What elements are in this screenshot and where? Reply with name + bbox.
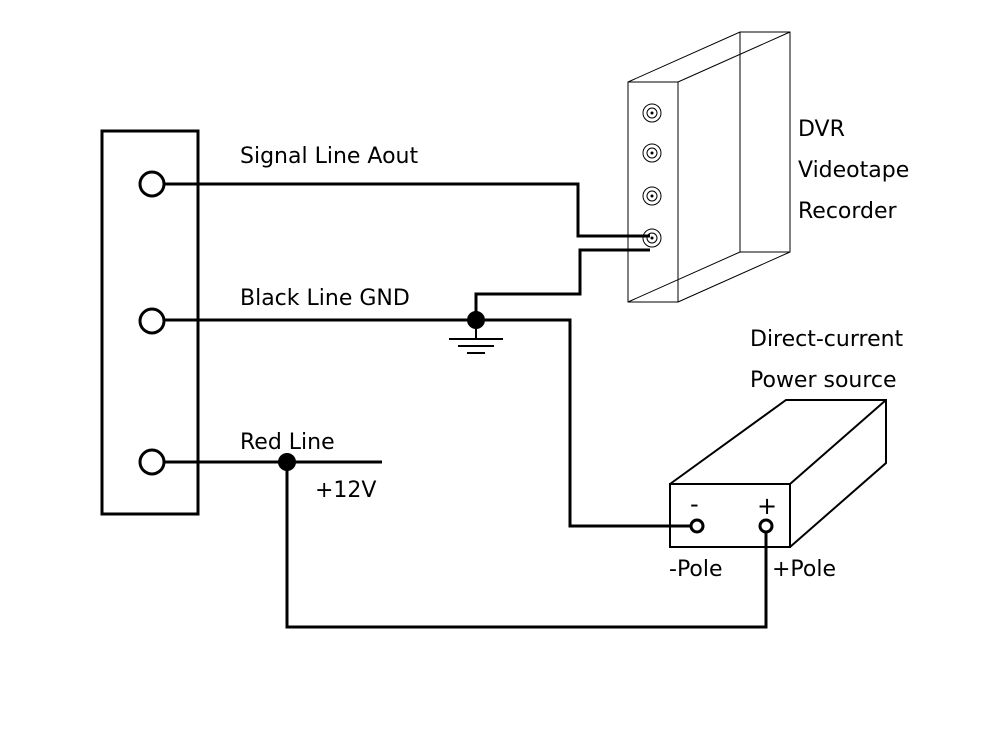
signal-terminal bbox=[138, 170, 166, 198]
negative-terminal bbox=[689, 518, 705, 534]
gnd-terminal bbox=[138, 307, 166, 335]
dvr-ground-wire bbox=[474, 248, 650, 320]
dvr-jack-1 bbox=[642, 103, 662, 123]
red-line-label: Red Line bbox=[240, 430, 335, 455]
dvr-label-line3: Recorder bbox=[798, 199, 898, 224]
dvr-outline bbox=[627, 31, 791, 303]
connector-housing bbox=[100, 129, 200, 516]
power-source-box bbox=[669, 399, 887, 548]
voltage-label: +12V bbox=[315, 478, 376, 503]
signal-line-label: Signal Line Aout bbox=[240, 144, 418, 169]
ground-symbol bbox=[449, 329, 503, 354]
plus-pole-label: +Pole bbox=[772, 557, 836, 582]
minus-pole-label: -Pole bbox=[669, 557, 723, 582]
power-label-line2: Power source bbox=[750, 368, 897, 393]
dvr-label-line2: Videotape bbox=[798, 158, 909, 183]
dvr-jack-4 bbox=[642, 228, 662, 248]
power-label-line1: Direct-current bbox=[750, 327, 904, 352]
dvr-jack-3 bbox=[642, 186, 662, 206]
black-line-label: Black Line GND bbox=[240, 286, 410, 311]
dvr-label-line1: DVR bbox=[798, 117, 845, 142]
gnd-junction-dot bbox=[467, 311, 485, 329]
positive-wire bbox=[285, 462, 768, 629]
positive-terminal bbox=[758, 518, 774, 534]
gnd-wire bbox=[164, 318, 690, 528]
power-terminal bbox=[138, 448, 166, 476]
minus-sign-label: - bbox=[690, 490, 699, 518]
dvr-box bbox=[627, 31, 791, 303]
power-front-face bbox=[669, 483, 791, 548]
signal-wire bbox=[164, 182, 650, 238]
connector-block bbox=[100, 129, 200, 516]
dvr-front-face bbox=[627, 81, 679, 303]
plus-sign-label: + bbox=[757, 492, 777, 520]
dvr-jack-2 bbox=[642, 143, 662, 163]
